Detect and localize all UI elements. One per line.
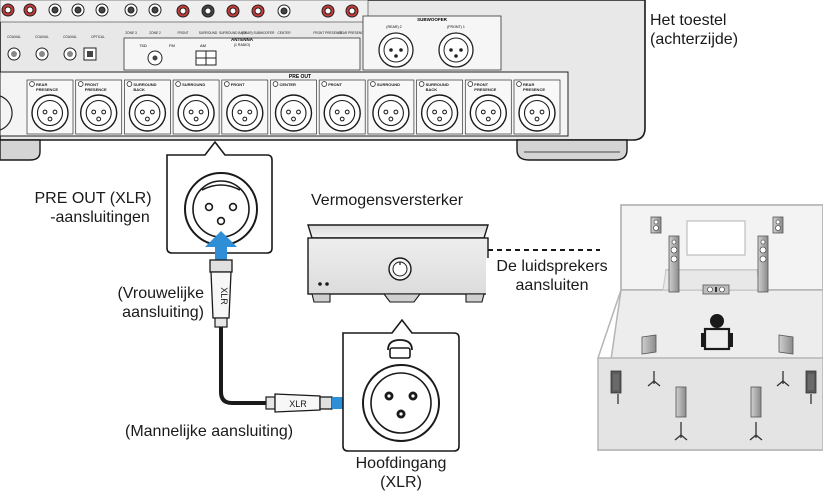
receiver-rear-panel: COAXIAL COAXIAL COAXIAL OPTICAL ZONE 3 Z… [0,0,646,141]
pre-out-terminal-label: FRONT [85,82,99,87]
tv-icon [686,220,746,256]
pre-out-terminal-row: REARPRESENCEFRONTPRESENCESURROUNDBACKSUR… [26,79,561,135]
upper-label: SURROUND [199,31,218,35]
pre-out-terminal-label: SURROUND [133,82,156,87]
power-amp-label: Vermogensversterker [311,192,464,209]
pre-out-terminal-label: SURROUND [182,82,205,87]
pre-out-terminal-label: FRONT [328,82,342,87]
pre-out-terminal: FRONT [318,79,366,135]
front-speaker-icon [668,235,680,293]
upper-label: ZONE 3 [125,31,137,35]
main-input-callout [342,318,460,452]
upper-label: REAR PRESENCE [338,31,365,35]
antenna-title: ANTENNA [231,37,254,42]
cable-mark-horizontal: XLR [289,399,307,409]
pre-out-terminal: FRONT [221,79,269,135]
antenna-fm-ohm: 75Ω [139,43,146,48]
main-input-line: Hoofdingang [355,455,447,472]
receiver-feet [0,139,628,161]
female-connector-line: aansluiting) [122,303,204,321]
upper-label: FRONT [178,31,189,35]
rear-presence-speaker-icon [610,370,817,394]
presence-speaker-icon [772,216,784,234]
speaker-layout-room [597,204,823,451]
connect-speakers-line: aansluiten [515,276,589,294]
up-arrow-icon [205,231,237,260]
pre-out-terminal-label: CENTER [280,82,297,87]
pre-out-terminal: CENTER [270,79,317,135]
upper-label: COAXIAL [7,35,21,39]
pre-out-terminal: SURROUND [172,79,220,135]
upper-label: ZONE 2 [149,31,161,35]
upper-label: COAXIAL [35,35,49,39]
subwoofer-terminal-label: (FRONT) 1 [447,25,465,29]
antenna-block: ANTENNA (1 RADIO) 75Ω FM AM [123,37,361,71]
pre-out-terminal-label: PRESENCE [523,87,545,92]
subwoofer-title: SUBWOOFER [417,17,447,22]
pre-out-terminal-label: FRONT [231,82,245,87]
pre-out-terminal-label: BACK [426,87,438,92]
main-input-label: Hoofdingang (XLR) [336,455,466,493]
xlr-cable: XLR XLR [209,259,360,419]
upper-rca-jacks [1,3,359,18]
upper-label: FRONT PRESENCE [313,31,342,35]
pre-out-xlr-label: PRE OUT (XLR) -aansluitingen [18,190,168,228]
pre-out-title: PRE OUT [289,74,311,80]
connect-speakers-label: De luidsprekers aansluiten [486,258,618,296]
pre-out-terminal-label: PRESENCE [36,87,58,92]
pre-out-terminal-label: SURROUND [377,82,400,87]
pre-out-terminal-label: PRESENCE [85,87,107,92]
presence-speaker-icon [650,216,662,234]
connect-speakers-line: De luidsprekers [496,258,608,275]
antenna-sub: (1 RADIO) [234,43,250,47]
front-speaker-icon [757,235,769,293]
subwoofer-xlr-terminals: SUBWOOFER (REAR) 2 (FRONT) 1 [362,15,502,71]
surround-speaker-icon [641,334,794,355]
power-amplifier [307,224,600,303]
device-rear-line: (achterzijde) [650,30,739,48]
female-connector-line: (Vrouwelijke [117,285,204,302]
pre-out-xlr-line: -aansluitingen [50,208,150,226]
pre-out-callout [166,140,273,260]
antenna-fm: FM [169,43,175,48]
upper-label: COAXIAL [63,35,77,39]
pre-out-terminal-label: SURROUND [426,82,449,87]
female-connector-label: (Vrouwelijke aansluiting) [98,285,204,323]
upper-label: (REAR) SUBWOOFER [242,31,275,35]
pre-out-terminal-label: FRONT [474,82,488,87]
upper-label: SURROUND BACK [219,31,248,35]
device-rear-line: Het toestel [650,12,727,29]
pre-out-terminal: SURROUND [367,79,415,135]
pre-out-terminal-label: REAR [523,82,534,87]
cable-mark-vertical: XLR [219,287,229,305]
upper-label: OPTICAL [91,35,105,39]
pre-out-terminal-label: BACK [133,87,145,92]
pre-out-terminal-label: PRESENCE [474,87,496,92]
subwoofer-terminal-label: (REAR) 2 [386,25,401,29]
upper-label: CENTER [277,31,291,35]
center-speaker-icon [702,284,730,295]
device-rear-label: Het toestel (achterzijde) [650,12,738,50]
surround-back-speaker-icon [675,386,762,418]
male-connector-label: (Mannelijke aansluiting) [125,423,294,440]
pre-out-xlr-line: PRE OUT (XLR) [34,190,152,207]
listener-icon [701,314,733,351]
main-input-line: (XLR) [380,473,422,491]
pre-out-terminal-label: REAR [36,82,47,87]
antenna-am: AM [200,43,206,48]
main-input-xlr-plug [362,339,440,442]
